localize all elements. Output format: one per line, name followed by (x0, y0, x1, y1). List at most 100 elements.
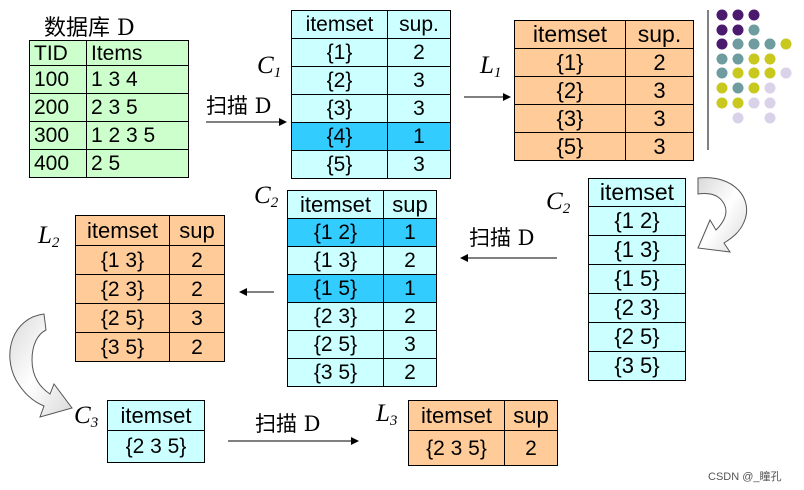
table-header-cell: sup (383, 190, 437, 219)
table-row: {3 5} (588, 351, 686, 381)
table-cell: 2 5 (86, 149, 189, 178)
table-row-pruned: {4}1 (291, 122, 451, 151)
table-cell: 3 (169, 303, 225, 333)
table-cell: {4} (291, 122, 388, 151)
scan-label-1: 扫描 D (206, 94, 272, 118)
table-row-pruned: {1 5}1 (287, 274, 437, 303)
table-header-cell: Items (86, 40, 189, 66)
table-cell: {1 3} (287, 246, 384, 275)
label-c1: C1 (257, 52, 282, 81)
table-cell: {2 3} (588, 293, 686, 323)
table-cell: 2 (169, 245, 225, 275)
table-cell: {1} (514, 48, 626, 77)
table-cell: {2 3 5} (408, 430, 505, 466)
table-row: {3}3 (514, 104, 694, 133)
table-cell: {3 5} (287, 358, 384, 387)
table-row: {3}3 (291, 94, 451, 123)
table-row: {1}2 (514, 48, 694, 77)
table-cell: 3 (625, 76, 694, 105)
label-l2: L2 (38, 222, 60, 251)
table-cell: {5} (514, 132, 626, 161)
table-row: {2 3 5} (107, 430, 205, 463)
c2-candidates-table: itemset {1 2} {1 3} {1 5} {2 3} {2 5} {3… (588, 178, 686, 381)
table-header-cell: sup (504, 400, 558, 431)
table-row: {2 3}2 (75, 274, 225, 304)
table-row: {2 3} (588, 293, 686, 323)
table-row: {1 2} (588, 206, 686, 236)
table-header-cell: TID (29, 40, 87, 66)
c3-table: itemset {2 3 5} (107, 400, 205, 463)
table-cell: {1} (291, 38, 388, 67)
table-cell: {2 5} (588, 322, 686, 352)
table-row: {2 5}3 (287, 330, 437, 359)
scan-label-3: 扫描 D (255, 412, 321, 436)
table-cell: 1 (383, 218, 437, 247)
table-cell: 3 (383, 330, 437, 359)
table-cell: {1 3} (75, 245, 170, 275)
table-row: 200 2 3 5 (29, 93, 189, 122)
l1-table: itemset sup. {1}2 {2}3 {3}3 {5}3 (514, 20, 694, 161)
table-cell: 2 (504, 430, 558, 466)
table-cell: 200 (29, 93, 87, 122)
table-cell: {2} (291, 66, 388, 95)
table-cell: {2 5} (75, 303, 170, 333)
table-cell: {2} (514, 76, 626, 105)
table-cell: {3} (291, 94, 388, 123)
table-row: {2 3}2 (287, 302, 437, 331)
label-l3: L3 (376, 400, 398, 429)
table-row: {1 3}2 (287, 246, 437, 275)
table-cell: 2 (383, 246, 437, 275)
table-cell: 3 (625, 104, 694, 133)
table-header-cell: sup. (387, 10, 451, 39)
database-table: TID Items 100 1 3 4 200 2 3 5 300 1 2 3 … (29, 40, 189, 178)
table-cell: 1 (383, 274, 437, 303)
watermark: CSDN @_瞳孔 (708, 471, 782, 483)
c1-table: itemset sup. {1}2 {2}3 {3}3 {4}1 {5}3 (291, 10, 451, 179)
table-row: 300 1 2 3 5 (29, 121, 189, 150)
table-row: {2}3 (514, 76, 694, 105)
table-cell: 3 (387, 94, 451, 123)
table-row: {5}3 (291, 150, 451, 179)
table-row: {3 5}2 (75, 332, 225, 362)
table-cell: {3} (514, 104, 626, 133)
table-cell: {1 5} (287, 274, 384, 303)
l3-table: itemset sup {2 3 5}2 (408, 400, 558, 466)
table-row: {2}3 (291, 66, 451, 95)
table-header-cell: itemset (291, 10, 388, 39)
table-row: {5}3 (514, 132, 694, 161)
table-header-cell: sup. (625, 20, 694, 49)
label-c2-candidates: C2 (546, 188, 571, 217)
table-cell: {1 3} (588, 235, 686, 265)
table-header-cell: itemset (287, 190, 384, 219)
table-cell: 2 (169, 274, 225, 304)
table-cell: {2 3} (287, 302, 384, 331)
table-cell: 300 (29, 121, 87, 150)
table-cell: {1 2} (287, 218, 384, 247)
table-cell: {3 5} (588, 351, 686, 381)
label-c3: C3 (74, 402, 99, 431)
table-row: {3 5}2 (287, 358, 437, 387)
table-row: {1 5} (588, 264, 686, 294)
table-header-cell: itemset (107, 400, 205, 431)
scan-label-2: 扫描 D (469, 226, 535, 250)
curved-arrow-l2-to-c3 (9, 313, 73, 418)
table-row: 400 2 5 (29, 149, 189, 178)
table-cell: 2 (383, 302, 437, 331)
table-cell: {1 2} (588, 206, 686, 236)
table-row: {2 5}3 (75, 303, 225, 333)
table-cell: {2 3 5} (107, 430, 205, 463)
table-row: {1}2 (291, 38, 451, 67)
table-row: {1 3} (588, 235, 686, 265)
table-cell: 400 (29, 149, 87, 178)
dot-grid (716, 9, 792, 124)
table-row: {1 3}2 (75, 245, 225, 275)
table-cell: {3 5} (75, 332, 170, 362)
table-cell: 2 (625, 48, 694, 77)
table-row: {2 5} (588, 322, 686, 352)
table-cell: 1 (387, 122, 451, 151)
table-cell: 2 (387, 38, 451, 67)
table-cell: 2 (383, 358, 437, 387)
l2-table: itemset sup {1 3}2 {2 3}2 {2 5}3 {3 5}2 (75, 215, 225, 362)
c2-counts-table: itemset sup {1 2}1 {1 3}2 {1 5}1 {2 3}2 … (287, 190, 437, 387)
table-header-cell: itemset (514, 20, 626, 49)
